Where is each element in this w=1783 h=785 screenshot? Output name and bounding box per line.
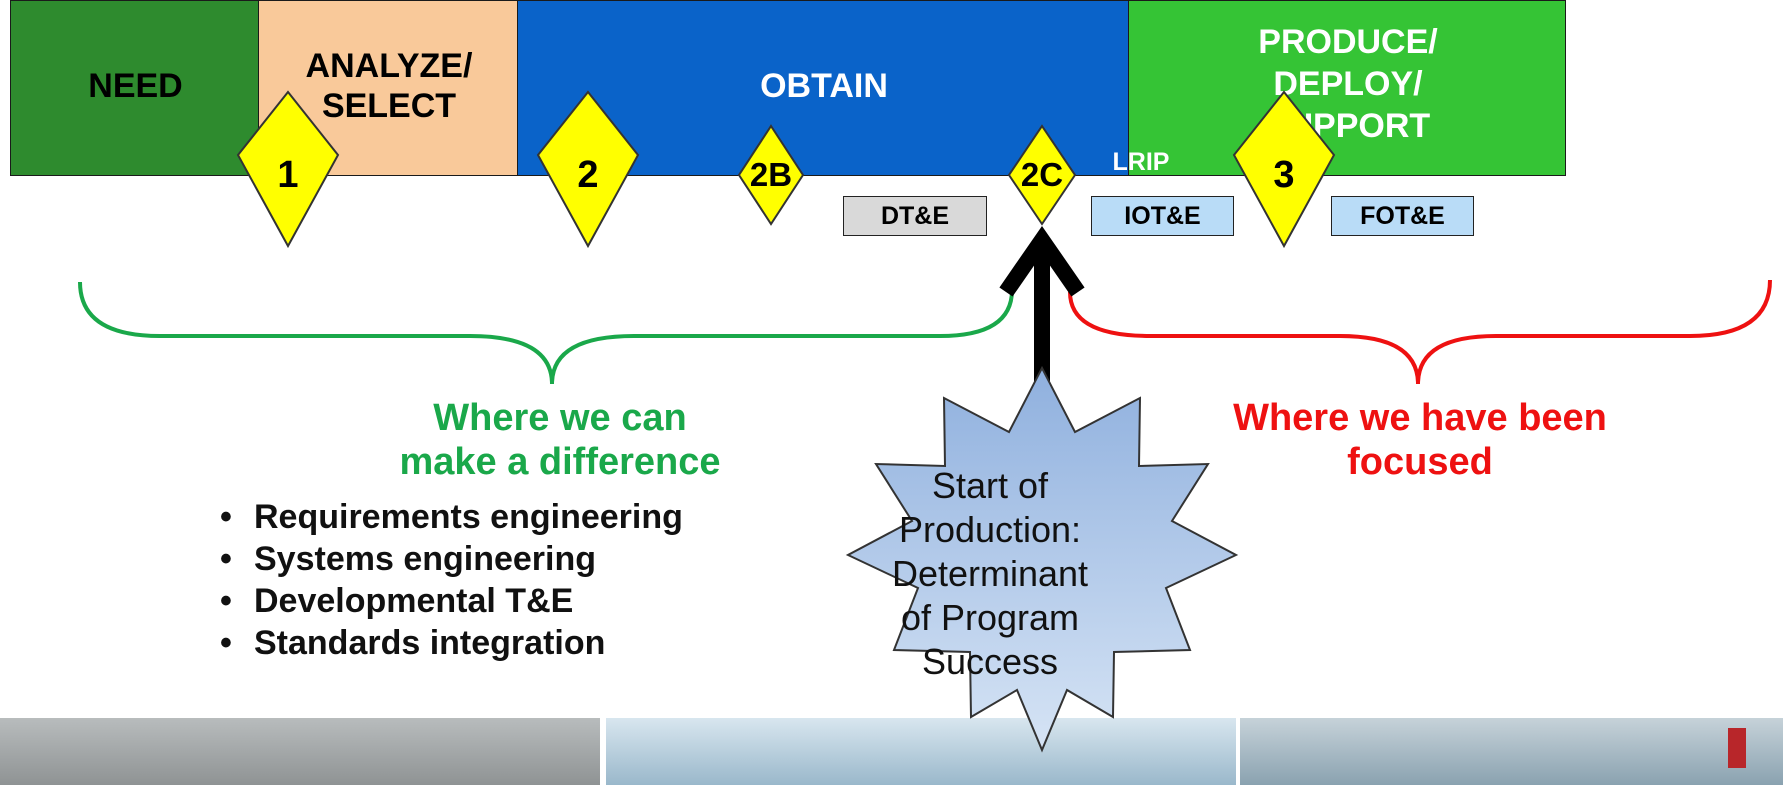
starburst-line-2: Production:: [898, 509, 1082, 550]
photo-right: [1240, 718, 1783, 785]
phase-analyze-select: ANALYZE/ SELECT: [258, 0, 518, 176]
left-caption-line-2: make a difference: [399, 441, 721, 484]
fote-box: FOT&E: [1331, 196, 1474, 236]
milestone-2-label: 2: [577, 154, 599, 196]
right-caption-line-1: Where we have been: [1233, 397, 1607, 439]
phase-produce-label-2: DEPLOY/: [1273, 65, 1423, 103]
milestone-3-label: 3: [1273, 154, 1295, 196]
photo-left: [0, 718, 600, 785]
milestone-1-diamond: [236, 90, 340, 249]
starburst: [845, 365, 1239, 753]
phase-produce-label-1: PRODUCE/: [1258, 23, 1438, 61]
milestone-2b-diamond: [737, 124, 805, 226]
phase-analyze-label-2: SELECT: [321, 87, 457, 125]
photo-middle: [606, 718, 1236, 785]
left-caption-line-1: Where we can: [433, 397, 687, 439]
right-caption-line-2: focused: [1347, 441, 1493, 484]
milestone-3-diamond: [1232, 90, 1336, 249]
milestone-2c-diamond: [1007, 124, 1077, 226]
bullet-item: Systems engineering: [220, 538, 683, 580]
milestone-2b-label: 2B: [749, 156, 793, 193]
starburst-text: Start of Production: Determinant of Prog…: [890, 464, 1090, 684]
right-caption: Where we have been focused: [1180, 396, 1660, 484]
bullet-item: Requirements engineering: [220, 496, 683, 538]
phase-need-label: NEED: [88, 67, 183, 105]
green-brace: [78, 281, 1014, 385]
difference-bullet-list: Requirements engineering Systems enginee…: [220, 496, 683, 664]
arrow-head: [999, 225, 1085, 297]
phase-analyze-label-1: ANALYZE/: [305, 47, 473, 85]
milestone-2-diamond: [536, 90, 640, 249]
bullet-item: Developmental T&E: [220, 580, 683, 622]
bullet-item: Standards integration: [220, 622, 683, 664]
milestone-1-label: 1: [277, 154, 299, 196]
phase-produce-deploy-support: PRODUCE/ DEPLOY/ SUPPORT: [1128, 0, 1566, 176]
phase-need: NEED: [10, 0, 259, 176]
iote-box: IOT&E: [1091, 196, 1234, 236]
starburst-line-4: of Program: [900, 597, 1080, 638]
lrip-label: LRIP: [1112, 148, 1170, 176]
red-brace: [1068, 279, 1772, 385]
starburst-line-1: Start of: [931, 465, 1049, 506]
starburst-line-3: Determinant: [891, 553, 1089, 594]
phase-obtain-label: OBTAIN: [760, 67, 888, 105]
milestone-2c-label: 2C: [1020, 156, 1064, 193]
photo-ship-tower: [1728, 728, 1746, 768]
starburst-line-5: Success: [921, 641, 1059, 682]
left-caption: Where we can make a difference: [330, 396, 790, 484]
dte-box: DT&E: [843, 196, 987, 236]
